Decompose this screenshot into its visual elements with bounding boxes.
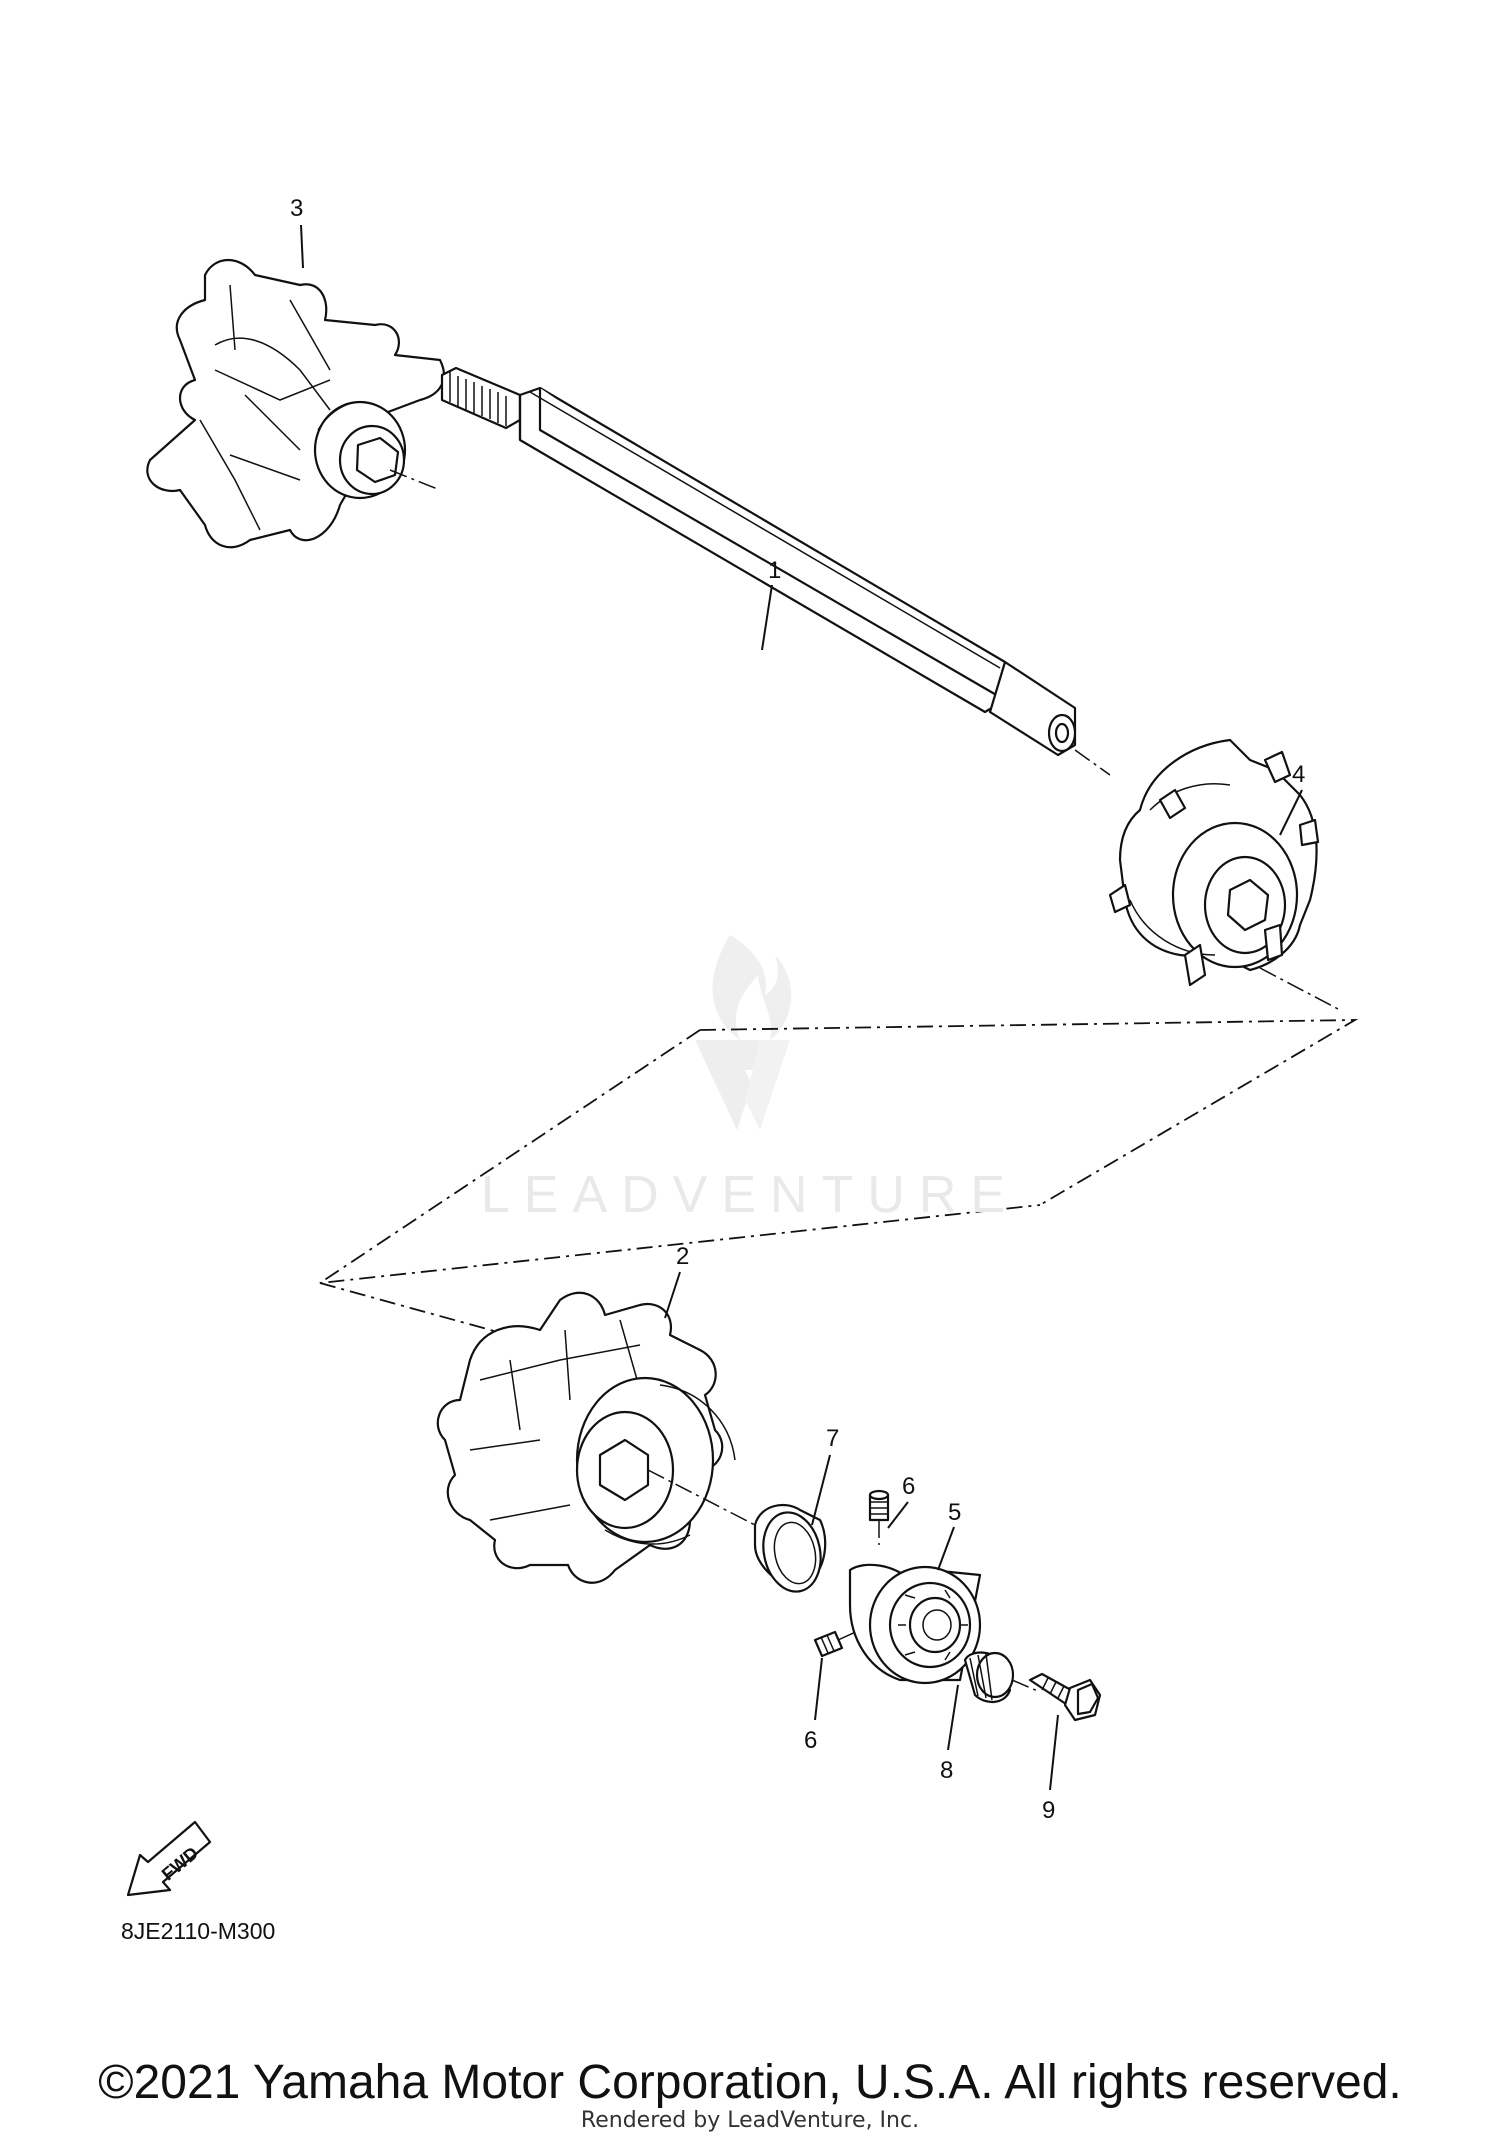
callout-2: 2 [676, 1243, 689, 1270]
callout-1: 1 [768, 557, 781, 584]
rendered-by-notice: Rendered by LeadVenture, Inc. [580, 2108, 920, 2133]
watermark-logo [695, 935, 792, 1130]
callout-6-top: 6 [902, 1473, 915, 1500]
sprocket-upper-left-3 [146, 259, 446, 549]
callout-9: 9 [1042, 1797, 1055, 1824]
clip-7 [753, 1503, 827, 1593]
diagram-code: 8JE2110-M300 [121, 1918, 276, 1944]
bearing-5 [848, 1563, 982, 1685]
callout-7: 7 [826, 1425, 839, 1452]
fwd-arrow-icon: FWD [126, 1820, 212, 1897]
callout-8: 8 [940, 1757, 953, 1784]
set-screw-top-6 [868, 1489, 890, 1545]
leader-lines [300, 224, 1303, 1791]
sprocket-upper-right-4 [1108, 738, 1341, 1011]
watermark-text: LEADVENTURE [480, 1166, 1020, 1224]
drive-shaft-1 [389, 366, 1111, 776]
bolt-9 [1028, 1672, 1102, 1722]
callout-5: 5 [948, 1499, 961, 1526]
set-screw-bottom-6 [813, 1629, 861, 1658]
callout-4: 4 [1292, 761, 1305, 788]
sprocket-lower-2 [436, 1291, 756, 1584]
copyright-notice: ©2021 Yamaha Motor Corporation, U.S.A. A… [98, 2056, 1402, 2109]
callout-3: 3 [290, 195, 303, 222]
callout-6-bottom: 6 [804, 1727, 817, 1754]
collar-8 [963, 1651, 1041, 1703]
callout-labels: 3 1 4 2 7 6 5 6 8 9 [290, 195, 1305, 1824]
